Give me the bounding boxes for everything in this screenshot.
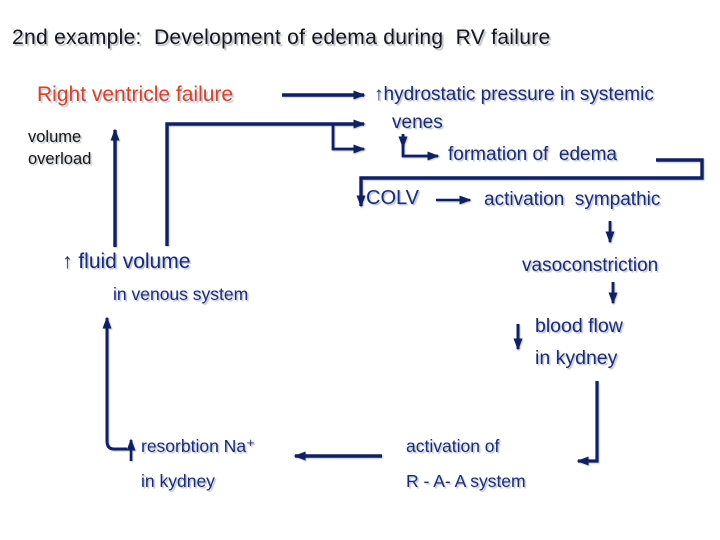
arrow-fluid-to-venes [165,119,366,246]
arrow-fluid-branch [331,124,366,154]
node-fluid-volume-line2: in venous system [113,284,249,304]
node-vasoconstriction: vasoconstriction [522,255,659,276]
node-blood-flow: blood flow in kydney [535,315,623,369]
node-fluid-volume-line1: ↑ fluid volume [62,250,191,273]
node-hydrostatic-line1: ↑hydrostatic pressure in systemic [374,84,654,105]
node-resorbtion-na: resorbtion Na⁺ in kydney [141,436,256,491]
node-hydrostatic-line2: venes [392,112,443,133]
node-colv: COLV [366,187,419,209]
node-formation-of-edema: formation of edema [448,144,617,165]
arrow-bloodflow-to-raa [576,381,599,466]
node-raa-system: activation of R - A- A system [406,436,526,491]
slide-title: 2nd example: Development of edema during… [12,26,551,49]
arrow-formation-to-colv-feedback [356,158,704,208]
arrow-resorbtion-to-fluid [102,316,127,451]
node-activation-sympathic: activation sympathic [484,189,661,210]
arrow-venes-to-formation [401,134,440,161]
node-volume-overload: volume overload [28,128,92,168]
node-rv-failure: Right ventricle failure [37,83,234,106]
